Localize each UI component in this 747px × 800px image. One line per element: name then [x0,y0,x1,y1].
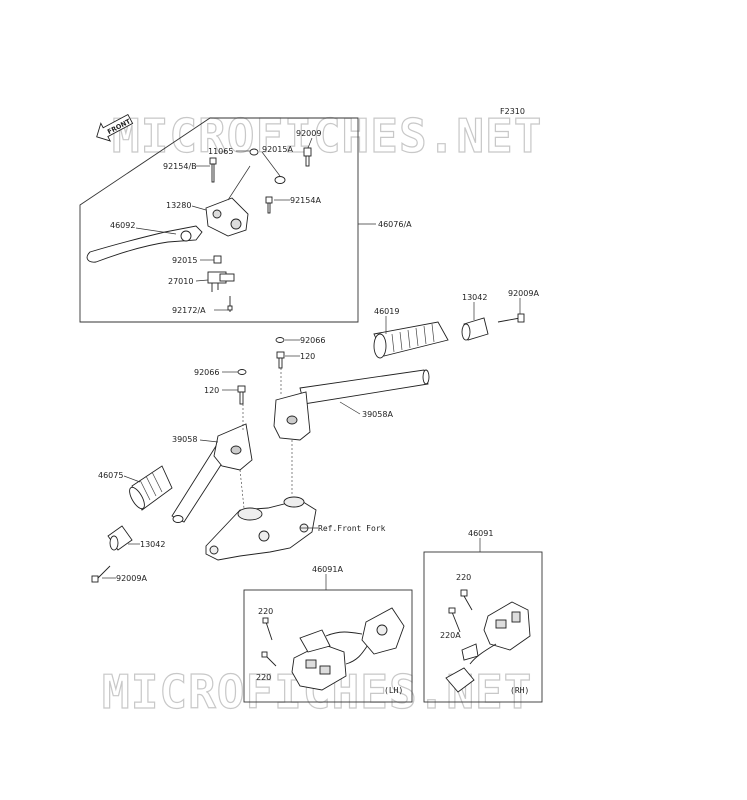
label-92015: 92015 [172,256,197,265]
label-92009-top: 92009 [296,129,321,138]
screw-220-lh-top [262,617,273,641]
bolt-92009A-left [91,565,111,583]
lever-holder-13280 [205,165,251,237]
label-39058: 39058 [172,435,197,444]
label-92066-left: 92066 [194,368,219,377]
cap-11065 [249,148,259,156]
label-92015A: 92015A [262,145,293,154]
label-11065: 11065 [208,147,233,156]
weight-13042-right [461,317,489,341]
label-39058A: 39058A [362,410,393,419]
label-46019: 46019 [374,307,399,316]
grip-46075 [129,465,173,511]
bolt-92009 [303,147,312,167]
label-rh: (RH) [510,686,529,695]
weight-13042-left [107,525,133,551]
label-46091: 46091 [468,529,493,538]
label-220-lh-top: 220 [258,607,273,616]
label-46075: 46075 [98,471,123,480]
bolt-120-right [276,351,285,369]
label-220-rh: 220 [456,573,471,582]
guide-lines [239,368,293,509]
label-ref-front-fork: Ref.Front Fork [318,524,386,533]
label-220-lh-bot: 220 [256,673,271,682]
label-46092: 46092 [110,221,135,230]
label-120-right: 120 [300,352,315,361]
label-27010: 27010 [168,277,193,286]
label-92154A: 92154A [290,196,321,205]
washer-92066-right [275,337,285,343]
screw-92172A [227,296,233,312]
rh-switch-housing [445,601,531,693]
label-13280: 13280 [166,201,191,210]
label-92066-right: 92066 [300,336,325,345]
bolt-120-left [237,385,246,405]
label-220A-rh: 220A [440,631,461,640]
washer-92015A [274,176,286,184]
bolt-92154B [209,157,217,183]
label-92009A-right: 92009A [508,289,539,298]
label-120-left: 120 [204,386,219,395]
label-92172A: 92172/A [172,306,206,315]
grip-46019 [373,321,449,359]
screw-220-rh [460,589,473,611]
lh-switch-housing [291,607,405,691]
label-46076A: 46076/A [378,220,412,229]
screw-220A-rh [448,607,461,633]
label-13042-right: 13042 [462,293,487,302]
screw-220-lh-bot [261,651,277,667]
label-46091A: 46091A [312,565,343,574]
lever-assembly-box [79,117,359,323]
label-92009A-left: 92009A [116,574,147,583]
rh-switch-box [423,551,543,703]
triple-clamp [205,496,317,561]
figure-code: F2310 [500,107,525,116]
nut-92015 [213,255,222,264]
switch-27010 [207,271,235,292]
label-92154B: 92154/B [163,162,197,171]
watermark-top: MICROFICHES.NET [112,109,542,163]
bolt-92154A [265,196,273,214]
handlebar-39058A [273,369,430,441]
bolt-92009A-right [497,313,525,323]
lever-46092 [86,225,203,263]
handlebar-39058 [171,423,253,523]
label-lh: (LH) [384,686,403,695]
lh-switch-box [243,589,413,703]
label-13042-left: 13042 [140,540,165,549]
washer-92066-left [237,369,247,375]
